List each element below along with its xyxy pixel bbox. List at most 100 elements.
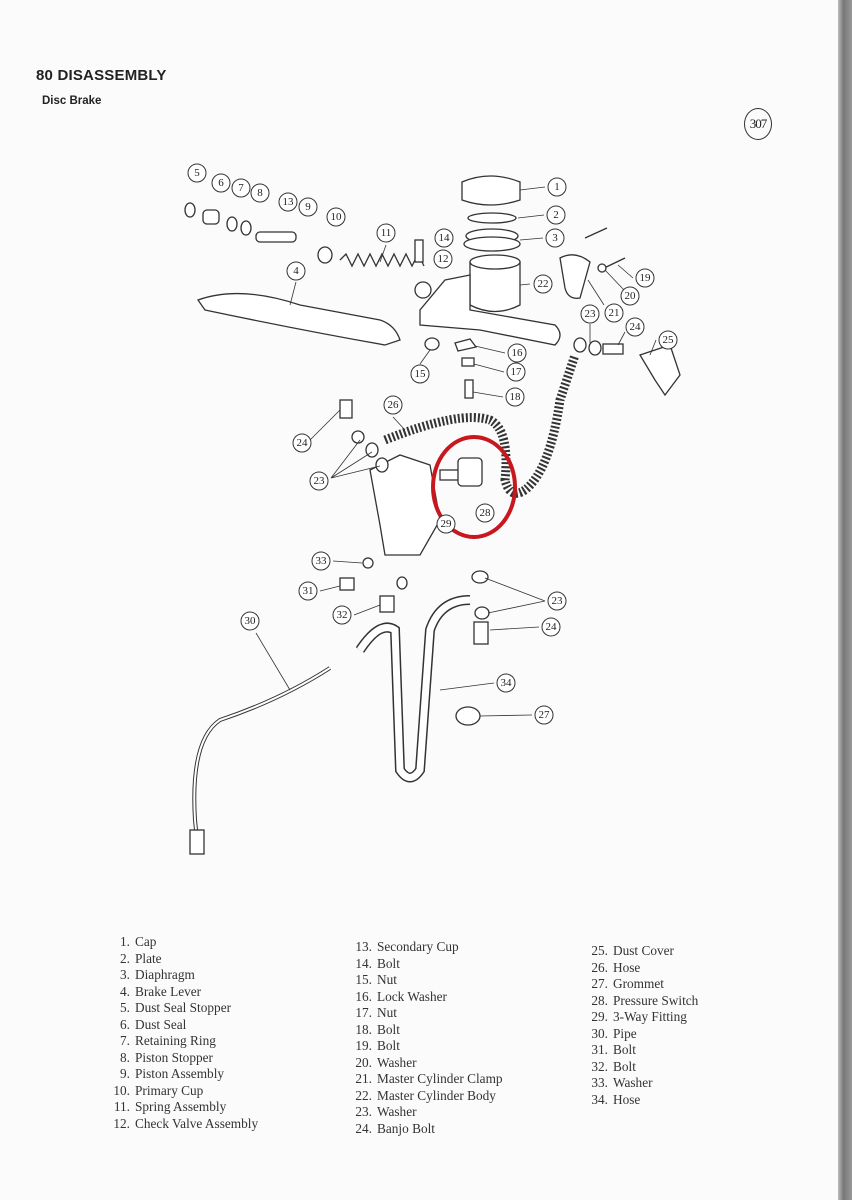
legend-item-number: 8. [120,1049,130,1065]
callout-29: 29 [436,514,456,534]
legend-item-number: 32. [591,1058,608,1074]
legend-item: 27.Grommet [586,976,698,993]
callout-5: 5 [187,163,207,183]
legend-item-label: Bolt [377,1038,400,1053]
callout-19: 19 [635,268,655,288]
svg-text:25: 25 [663,334,675,346]
svg-text:18: 18 [510,391,522,403]
legend-item-number: 26. [591,959,608,975]
callouts: 5 6 7 8 13 9 10 11 14 12 4 1 2 3 22 19 2… [187,163,678,725]
callout-11: 11 [376,223,396,243]
legend-item-label: Check Valve Assembly [135,1115,259,1131]
callout-23: 23 [547,591,567,611]
svg-text:31: 31 [303,585,314,597]
callout-25: 25 [658,330,678,350]
legend-item: 13.Secondary Cup [350,939,503,956]
svg-text:24: 24 [546,621,558,633]
legend-item: 34.Hose [586,1092,698,1109]
svg-text:6: 6 [218,177,224,189]
spring-drawing [339,252,425,268]
legend-item: 22.Master Cylinder Body [350,1088,503,1105]
legend-item: 28.Pressure Switch [586,993,698,1010]
page-edge-shadow [838,0,852,1200]
svg-text:15: 15 [415,368,427,380]
svg-text:24: 24 [630,321,642,333]
svg-text:13: 13 [283,196,295,208]
legend-item: 33. Washer [586,1075,698,1092]
legend-item: 8.Piston Stopper [108,1050,258,1067]
svg-text:34: 34 [501,677,513,689]
legend-item-label: Pipe [613,1025,637,1041]
svg-text:9: 9 [305,201,311,213]
legend-item: 25.Dust Cover [586,943,698,960]
legend-item-label: Dust Seal Stopper [135,1000,232,1015]
section-title: 80 DISASSEMBLY [36,67,167,84]
legend-item: 4.Brake Lever [108,984,258,1001]
legend-item-label: Washer [377,1054,417,1070]
svg-text:23: 23 [585,308,597,320]
legend-item: 1. Cap [108,934,258,951]
legend-item-label: Spring Assembly [135,1099,227,1114]
pipe-30-drawing [192,666,332,841]
legend-item-number: 10. [113,1082,130,1098]
legend-item: 14.Bolt [350,956,503,973]
legend-item-number: 21. [355,1071,372,1086]
callout-17: 17 [506,362,526,382]
legend-item-label: Dust Cover [613,943,674,958]
svg-text:16: 16 [512,347,524,359]
callout-33: 33 [311,551,331,571]
legend-item: 6.Dust Seal [108,1017,258,1034]
callout-21: 21 [604,303,624,323]
legend-item-number: 6. [120,1016,130,1032]
callout-16: 16 [507,343,527,363]
callout-24: 24 [541,617,561,637]
legend-item-number: 2. [120,950,130,966]
legend-item-number: 7. [120,1033,130,1048]
callout-9: 9 [298,197,318,217]
section-subtitle: Disc Brake [42,95,102,107]
legend-item-label: Hose [613,1091,641,1107]
legend-item-label: Washer [613,1075,653,1090]
legend-item-label: Brake Lever [135,983,202,999]
figure-number: 307 [744,108,772,140]
callout-1: 1 [547,177,567,197]
legend-item: 3.Diaphragm [108,967,258,984]
legend-item-number: 17. [355,1005,372,1020]
hose-34-drawing [355,595,471,783]
highlight-circle-pressure-switch [431,435,517,539]
callout-31: 31 [298,581,318,601]
callout-12: 12 [433,249,453,269]
callout-30: 30 [240,611,260,631]
legend-item-number: 1. [120,934,130,949]
callout-2: 2 [546,205,566,225]
legend-item: 9.Piston Assembly [108,1066,258,1083]
hose-26-drawing [383,353,580,498]
svg-text:14: 14 [439,232,451,244]
legend-item-number: 23. [355,1104,372,1119]
legend-item: 19.Bolt [350,1038,503,1055]
legend-item-number: 33. [591,1075,608,1090]
svg-text:10: 10 [331,211,343,223]
legend-item-number: 20. [355,1054,372,1070]
svg-text:20: 20 [625,290,637,302]
legend-item: 7.Retaining Ring [108,1033,258,1050]
svg-text:28: 28 [480,507,492,519]
legend-item-label: Master Cylinder Body [377,1087,496,1103]
legend-item-label: Cap [135,934,157,949]
legend-item: 32.Bolt [586,1059,698,1076]
legend-item-number: 3. [120,967,130,982]
callout-4: 4 [286,261,306,281]
svg-text:32: 32 [337,609,348,621]
master-cylinder-body-drawing [469,261,521,313]
svg-text:19: 19 [640,272,652,284]
legend-item-number: 14. [355,955,372,971]
grommet-drawing [455,706,481,726]
callout-34: 34 [496,673,516,693]
callout-27: 27 [534,705,554,725]
legend-item-label: Nut [377,972,397,987]
legend-item: 5.Dust Seal Stopper [108,1000,258,1017]
legend-item: 23.Washer [350,1104,503,1121]
callout-23: 23 [580,304,600,324]
